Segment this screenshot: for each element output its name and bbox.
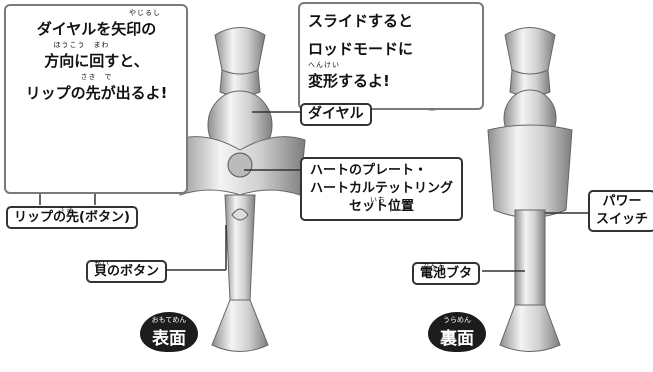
battery-cover-label-text: 電池ブタ	[420, 266, 473, 281]
ruby-text: いち	[370, 196, 386, 204]
heart-plate-line: ハートカルテットリング	[310, 181, 454, 196]
ruby-text: さき で	[80, 73, 113, 81]
battery-cover-label: でんち 電池ブタ	[412, 262, 481, 285]
lip-tip-label-text: リップの先(ボタン)	[14, 210, 130, 225]
rod-callout-text: スライドすると ロッドモードに へんけい 変形するよ!	[308, 10, 413, 92]
ruby-text: うらめん	[443, 316, 471, 324]
ruby-text: でんち	[422, 262, 446, 270]
shell-button-label-text: 貝のボタン	[94, 264, 160, 279]
dial-label-text: ダイヤル	[308, 106, 364, 122]
callout-line: ロッドモードに	[308, 40, 414, 58]
rod-mode-callout: スライドすると ロッドモードに へんけい 変形するよ!	[298, 2, 484, 110]
back-device-image	[487, 27, 573, 352]
power-line: パワー	[602, 194, 642, 209]
badge-bg	[140, 312, 198, 352]
ruby-text: かい	[94, 260, 110, 268]
front-side-badge: おもてめん 表面	[140, 312, 198, 352]
ruby-text: さき	[58, 206, 74, 214]
power-line: スイッチ	[596, 212, 649, 227]
front-badge-text: 表面	[152, 329, 186, 349]
dial-callout: やじるし ダイヤルを矢印の ほうこう まわ 方向に回すと、 さき で リップの先…	[4, 4, 188, 194]
callout-line: ダイヤルを矢印の	[36, 20, 157, 38]
ruby-text: おもてめん	[151, 316, 187, 324]
back-badge-text: 裏面	[440, 329, 474, 349]
callout-line: 変形するよ!	[308, 72, 390, 90]
dial-label: ダイヤル	[300, 103, 372, 126]
front-device-image	[174, 27, 306, 352]
ruby-text: ほうこう まわ	[53, 41, 110, 49]
ruby-text: へんけい	[308, 61, 340, 69]
back-side-badge: うらめん 裏面	[428, 312, 486, 352]
shell-button-label: かい 貝のボタン	[86, 260, 168, 283]
callout-line: 方向に回すと、	[44, 52, 149, 70]
ruby-text: やじるし	[129, 9, 161, 17]
heart-plate-label: ハートのプレート・ ハートカルテットリング いち セット位置	[300, 157, 464, 221]
power-switch-label: パワー スイッチ	[588, 190, 653, 232]
callout-line: リップの先が出るよ!	[25, 84, 168, 102]
badge-bg	[428, 312, 486, 352]
callout-line: スライドすると	[308, 12, 414, 30]
lip-tip-label: さき リップの先(ボタン)	[6, 206, 138, 229]
heart-plate-line: ハートのプレート・	[310, 163, 428, 178]
dial-callout-text: やじるし ダイヤルを矢印の ほうこう まわ 方向に回すと、 さき で リップの先…	[14, 8, 179, 104]
heart-plate-line: セット位置	[349, 199, 415, 214]
